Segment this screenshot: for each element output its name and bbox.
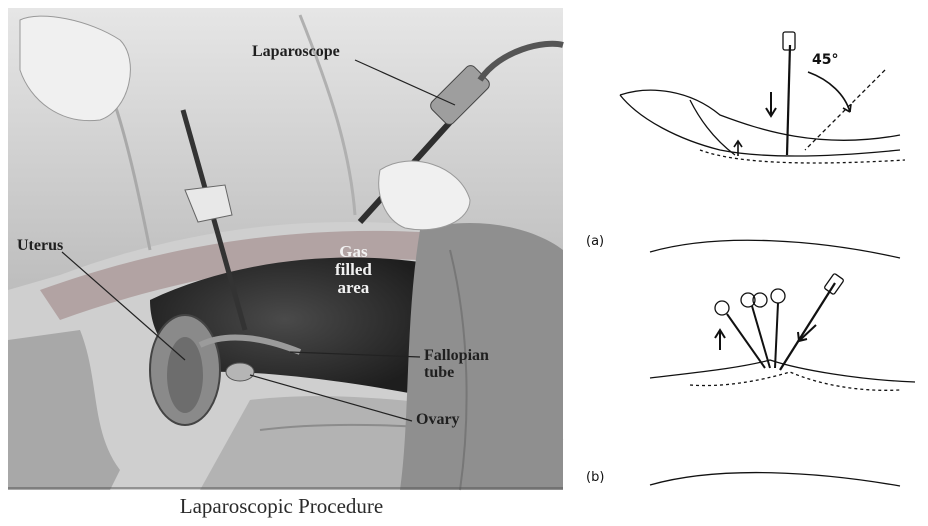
label-fallopian-line1: Fallopian [424, 348, 489, 365]
panel-a-tag: (a) [586, 234, 604, 249]
label-uterus: Uterus [17, 238, 63, 255]
label-fallopian-line2: tube [424, 365, 489, 382]
rotation-arrow [808, 72, 850, 112]
panel-a-diagram [620, 32, 905, 163]
panel-b-tag: (b) [586, 470, 604, 485]
label-gas-line1: Gas [335, 243, 372, 261]
figure-caption: Laparoscopic Procedure [0, 494, 563, 519]
label-laparoscope: Laparoscope [252, 44, 340, 61]
label-fallopian-tube: Fallopian tube [424, 348, 489, 382]
panel-b-diagram [650, 273, 915, 486]
label-gas-line2: filled [335, 261, 372, 279]
laparoscopy-illustration [8, 8, 563, 490]
label-gas-line3: area [335, 279, 372, 297]
panel-a-lower-curve [650, 240, 900, 258]
label-gas-filled-area: Gas filled area [335, 243, 372, 297]
ovary-organ [226, 363, 254, 381]
needle-vertical [787, 45, 790, 155]
label-angle: 45° [812, 52, 838, 68]
label-ovary: Ovary [416, 412, 460, 429]
